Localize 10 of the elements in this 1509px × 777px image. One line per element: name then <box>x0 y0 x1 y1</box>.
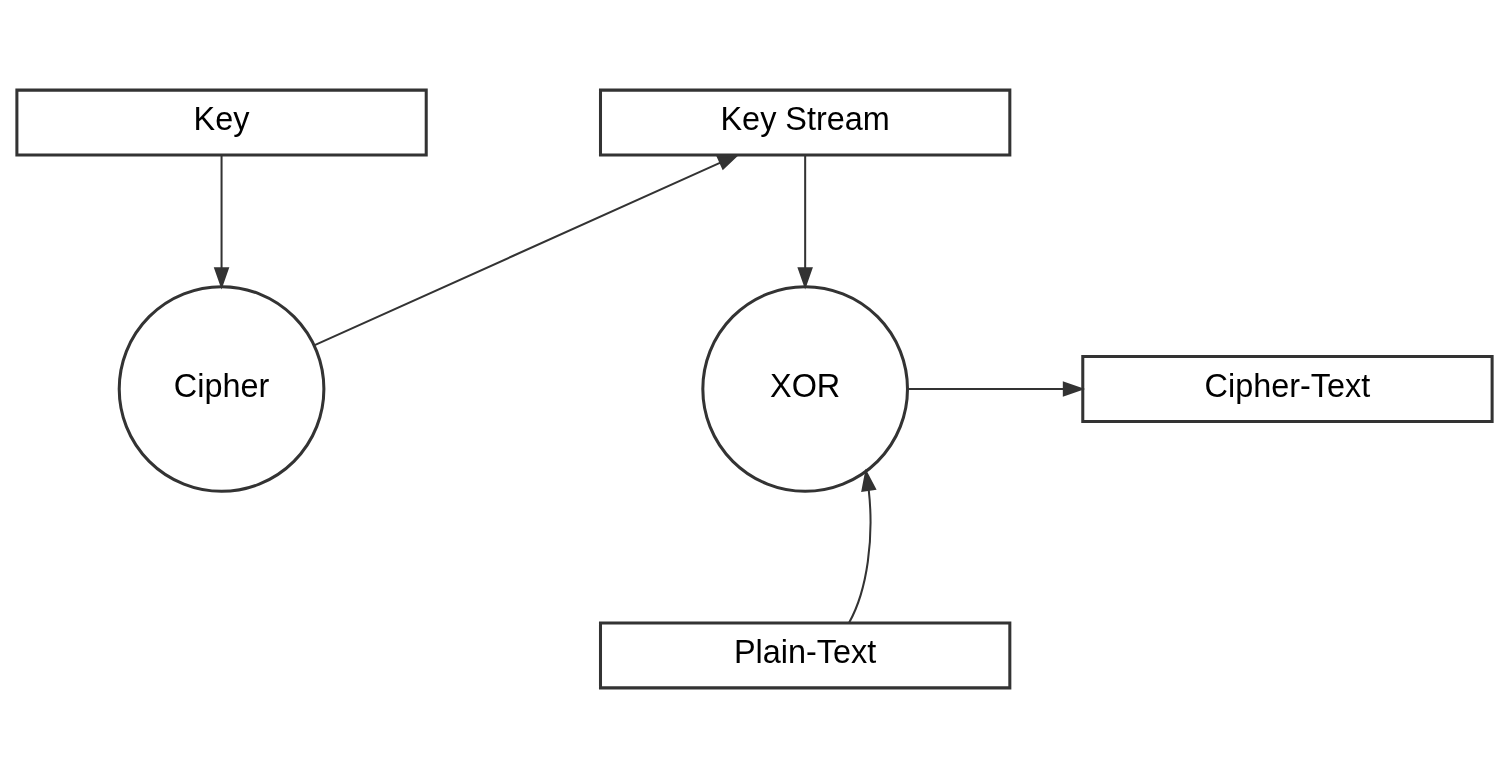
arrow <box>797 154 813 290</box>
node-circle: Cipher <box>117 284 326 493</box>
arrow <box>213 154 230 290</box>
arrow <box>848 468 877 623</box>
node-box: Plain-Text <box>598 621 1012 689</box>
arrow <box>907 380 1086 397</box>
node-box: Cipher-Text <box>1081 354 1494 423</box>
arrow <box>313 153 740 346</box>
node-box: Key Stream <box>598 88 1012 156</box>
node-box: Key <box>15 88 428 156</box>
